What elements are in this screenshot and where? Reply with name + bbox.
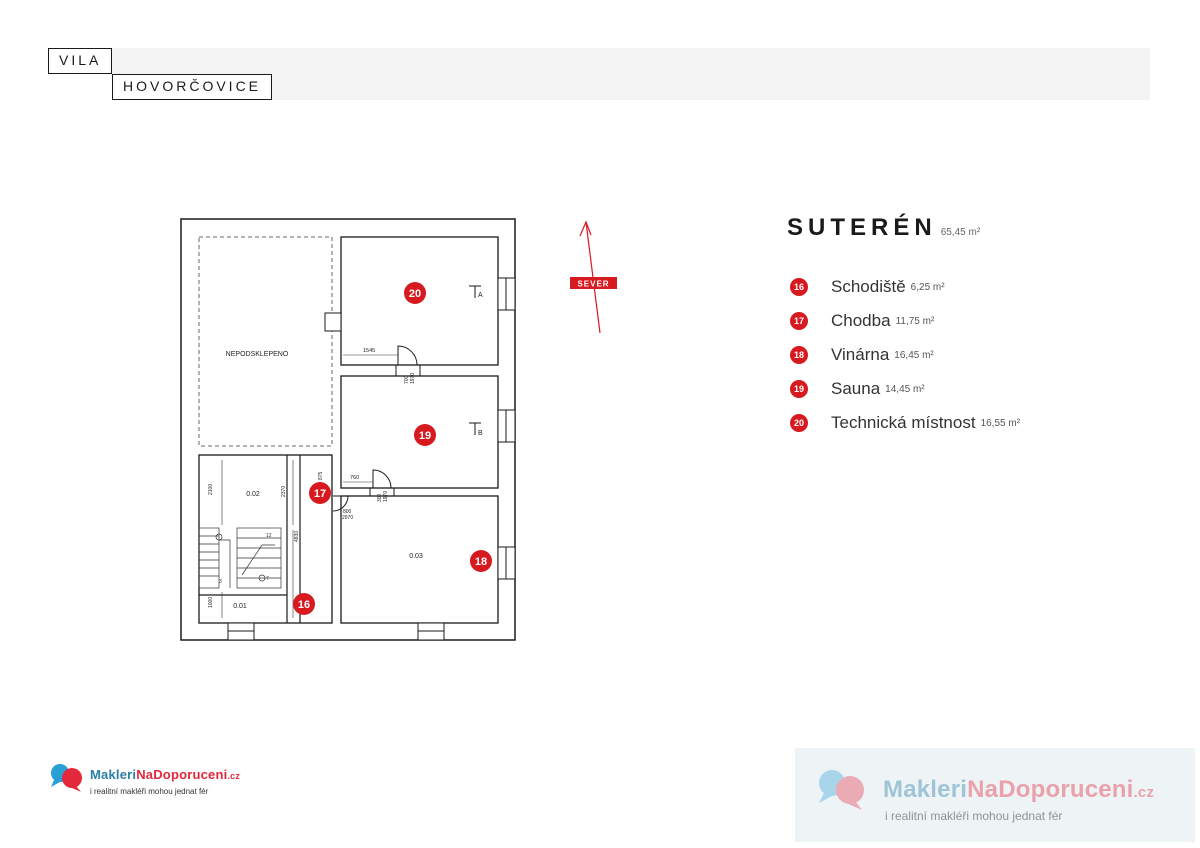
room-name: Schodiště (831, 277, 906, 296)
room-item-16: 16 Schodiště 6,25 m² (790, 270, 1020, 304)
plan-badge-19-text: 19 (419, 430, 431, 442)
stair-count-12: 12 (266, 533, 272, 539)
unbasemented-label: NEPODSKLEPENO (226, 351, 289, 358)
room-badge: 17 (790, 312, 808, 330)
logo-name-b: NaDoporuceni (136, 767, 228, 782)
room-item-17: 17 Chodba 11,75 m² (790, 304, 1020, 338)
outer-wall (180, 218, 516, 641)
room-name: Technická místnost (831, 413, 976, 432)
section-mark-b: B (478, 430, 483, 437)
room-code-002: 0.02 (246, 491, 260, 498)
header-title-line1: VILA (48, 48, 113, 74)
room-badge: 18 (790, 346, 808, 364)
plan-badge-16-text: 16 (298, 599, 310, 611)
logo-name-large: MakleriNaDoporuceni.cz (883, 776, 1154, 804)
chat-bubbles-icon (51, 764, 82, 792)
logo-name-a: Makleri (90, 767, 137, 782)
staircase (198, 527, 282, 589)
dim-2370: 2370 (281, 486, 287, 497)
logo-tagline: i realitní makléři mohou jednat fér (90, 787, 209, 796)
room-name: Vinárna (831, 345, 890, 364)
stair-count-3: 3 (219, 579, 222, 585)
room-item-18: 18 Vinárna 16,45 m² (790, 338, 1020, 372)
header-band-bottom (112, 74, 1150, 100)
chat-bubbles-icon-large (819, 770, 864, 810)
room-item-20: 20 Technická místnost 16,55 m² (790, 406, 1020, 440)
plan-badge-17-text: 17 (314, 488, 326, 500)
doors (332, 345, 421, 512)
dim-875: 875 (318, 471, 324, 480)
section-mark-a: A (478, 292, 483, 299)
stair-count-7: 7 (266, 576, 269, 582)
dim-700: 700 (404, 375, 410, 384)
room-area: 11,75 m² (895, 315, 935, 327)
north-label: SEVER (577, 280, 609, 289)
room-badge: 20 (790, 414, 808, 432)
dim-1970: 1970 (410, 373, 416, 384)
plan-badge-19: 19 (414, 424, 436, 446)
dimension-lines (221, 354, 398, 618)
room-code-003: 0.03 (409, 553, 423, 560)
dim-800: 800 (343, 509, 352, 515)
room-area: 14,45 m² (885, 383, 925, 395)
room-badge: 16 (790, 278, 808, 296)
plan-badge-20-text: 20 (409, 288, 421, 300)
header-title-line2: HOVORČOVICE (112, 74, 273, 100)
dim-1000: 1000 (208, 597, 214, 608)
room-name: Chodba (831, 311, 891, 330)
room-badge: 19 (790, 380, 808, 398)
logo-name-large-b: NaDoporuceni (967, 776, 1134, 803)
logo-tagline-large: i realitní makléři mohou jednat fér (885, 809, 1063, 823)
plan-badge-17: 17 (309, 482, 331, 504)
logo-name-large-a: Makleri (883, 776, 968, 803)
brand-logo-small[interactable]: MakleriNaDoporuceni.cz i realitní makléř… (48, 762, 308, 802)
plan-badge-18-text: 18 (475, 556, 487, 568)
room-name: Sauna (831, 379, 881, 398)
room-item-19: 19 Sauna 14,45 m² (790, 372, 1020, 406)
unbasemented-zone (198, 236, 333, 447)
room-area: 16,55 m² (980, 417, 1021, 429)
dim-1545: 1545 (363, 348, 375, 354)
dim-2970: 2970 (342, 515, 353, 521)
section-marks (469, 285, 481, 435)
header-band-top (48, 48, 1150, 74)
room-list: 16 Schodiště 6,25 m² 17 Chodba 11,75 m² … (790, 270, 1020, 440)
logo-name: MakleriNaDoporuceni.cz (90, 767, 240, 782)
brand-logo-large[interactable]: MakleriNaDoporuceni.cz i realitní makléř… (795, 748, 1195, 842)
dim-1970b: 1970 (383, 491, 389, 502)
logo-name-c: .cz (227, 771, 241, 781)
dim-300: 300 (377, 493, 383, 502)
dim-2100: 2100 (208, 484, 214, 495)
north-arrow: SEVER (570, 220, 617, 334)
room-area: 16,45 m² (894, 349, 934, 361)
room-code-001: 0.01 (233, 603, 247, 610)
windows (227, 277, 516, 641)
plan-badge-16: 16 (293, 593, 315, 615)
floor-name: SUTERÉN (787, 214, 937, 241)
room-area: 6,25 m² (910, 281, 945, 293)
dim-760: 760 (350, 475, 359, 481)
plan-badge-18: 18 (470, 550, 492, 572)
floor-area: 65,45 m² (940, 227, 981, 238)
dim-4830: 4830 (294, 531, 300, 542)
plan-badge-20: 20 (404, 282, 426, 304)
logo-name-large-c: .cz (1133, 784, 1155, 801)
